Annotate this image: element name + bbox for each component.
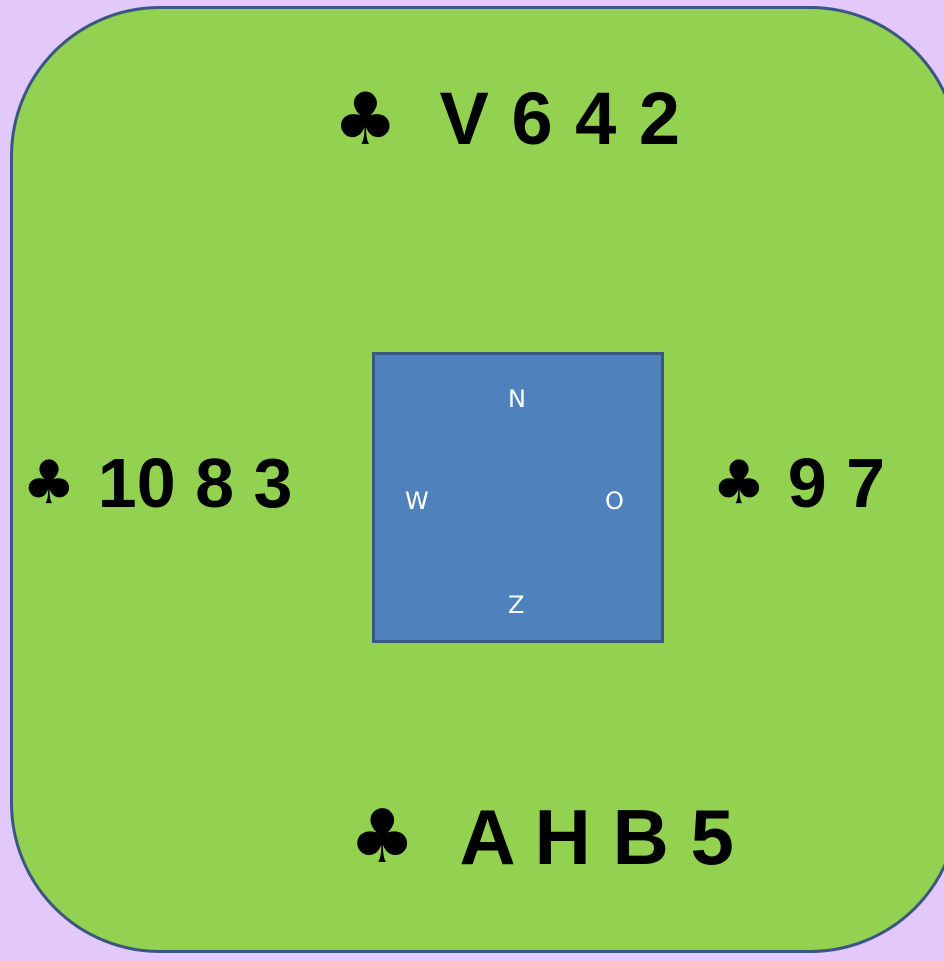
hand-south: ♣ A H B 5 — [349, 798, 734, 876]
hand-east: ♣ 9 7 — [712, 448, 885, 518]
compass-box: N W O Z — [372, 352, 664, 643]
club-icon: ♣ — [333, 77, 398, 161]
hand-west-cards: 10 8 3 — [97, 444, 293, 522]
hand-west: ♣ 10 8 3 — [22, 448, 292, 518]
hand-north-cards: V 6 4 2 — [439, 77, 682, 160]
compass-east-label: O — [605, 487, 624, 515]
hand-east-cards: 9 7 — [787, 444, 886, 522]
compass-north-label: N — [508, 385, 526, 413]
compass-west-label: W — [405, 487, 429, 515]
club-icon: ♣ — [349, 794, 416, 880]
club-icon: ♣ — [22, 448, 76, 518]
compass-south-label: Z — [508, 591, 525, 619]
hand-south-cards: A H B 5 — [459, 793, 734, 881]
hand-north: ♣ V 6 4 2 — [333, 82, 681, 156]
club-icon: ♣ — [712, 448, 766, 518]
